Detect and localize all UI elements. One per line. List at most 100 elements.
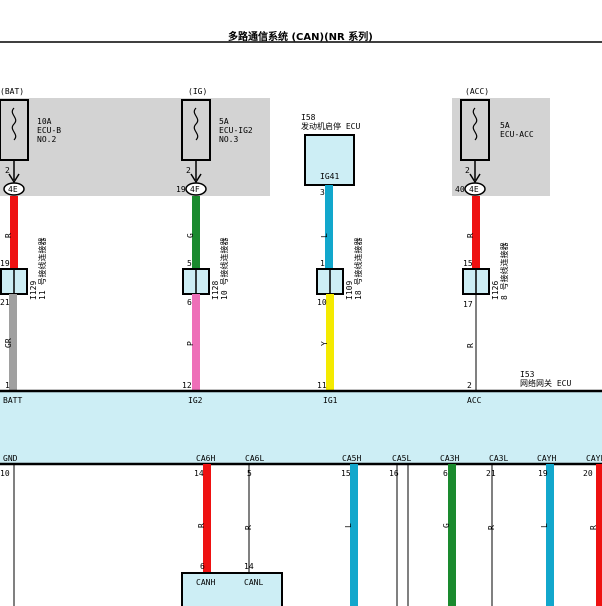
connector-1-out: 21 [0, 298, 10, 307]
gateway-bpin-cayl-num: 20 [583, 469, 593, 478]
fuse-1-name: ECU-B [37, 126, 62, 135]
wire-color-c2a: G [186, 233, 195, 238]
bottom-connector [181, 572, 283, 606]
gateway-bpin-gnd-label: GND [3, 454, 18, 463]
connector-4-name: 8 号接线连接器 [500, 242, 509, 300]
junction-connector-2 [182, 268, 210, 295]
engine-ecu-pin-label: IG41 [320, 172, 340, 181]
gateway-bpin-gnd-num: 10 [0, 469, 10, 478]
bottom-wire-color-ca5h: L [344, 523, 353, 528]
engine-ecu-name: 发动机启停 ECU [301, 122, 361, 131]
wire-ca5h [350, 464, 358, 606]
junction-connector-4 [462, 268, 490, 295]
junction-connector-3 [316, 268, 344, 295]
gateway-pin-1-label: BATT [3, 396, 23, 405]
bottom-connector-l-pin: 14 [244, 562, 254, 571]
gateway-bpin-ca5l-label: CA5L [392, 454, 412, 463]
bottom-wire-color-ca3h: G [442, 523, 451, 528]
bottom-wire-color-ca3l: R [487, 525, 496, 530]
wire-c1-top [10, 196, 18, 269]
junction-oval-3 [464, 182, 486, 196]
bottom-connector-h-label: CANH [196, 578, 216, 587]
gateway-bpin-ca5l-num: 16 [389, 469, 399, 478]
wire-c2-top [192, 196, 200, 269]
fuse-1-source: (BAT) [0, 87, 25, 96]
gateway-pin-2-num: 2 [467, 381, 472, 390]
wire-color-c1a: R [4, 233, 13, 238]
wire-color-c4a: R [466, 233, 475, 238]
connector-2-name: 10 号接线连接器 [220, 237, 229, 300]
gateway-bpin-cayh-label: CAYH [537, 454, 557, 463]
gateway-bpin-ca6l-num: 5 [247, 469, 252, 478]
gateway-pin-11-label: IG1 [323, 396, 338, 405]
engine-ecu-pin: 3 [320, 188, 325, 197]
wire-color-c3b: Y [320, 341, 329, 346]
connector-3-out: 10 [317, 298, 327, 307]
fuse-3-source: (ACC) [465, 87, 490, 96]
gateway-bpin-cayl-label: CAYL [586, 454, 602, 463]
fuse-2-name: ECU-IG2 [219, 126, 253, 135]
wire-ca3h [448, 464, 456, 606]
gateway-id: I53 [520, 370, 535, 379]
connector-4-id: I126 [491, 280, 500, 300]
wire-color-c4b: R [466, 343, 475, 348]
fuse-2-junction: 4F [190, 185, 200, 194]
gateway-bpin-ca6h-label: CA6H [196, 454, 216, 463]
bottom-wire-color-cayl: R [589, 525, 598, 530]
fuse-3-junction: 4E [469, 185, 479, 194]
fuse-2-no: NO.3 [219, 135, 239, 144]
fuse-2-jpin: 19 [176, 185, 186, 194]
gateway-bpin-ca6h-num: 14 [194, 469, 204, 478]
bottom-connector-l-label: CANL [244, 578, 264, 587]
engine-ecu-box [304, 134, 355, 186]
fuse-box-shade-left [0, 98, 270, 196]
connector-1-in: 19 [0, 259, 10, 268]
junction-arrows [8, 160, 481, 184]
wire-cayh [546, 464, 554, 606]
gateway-pin-12-label: IG2 [188, 396, 203, 405]
gateway-ecu-band [0, 389, 602, 466]
connector-3-name: 18 号接线连接器 [354, 237, 363, 300]
wire-c1-bottom [9, 294, 17, 391]
connector-3-id: I109 [345, 280, 354, 300]
engine-ecu-id: I58 [301, 113, 316, 122]
fuse-2-source: (IG) [188, 87, 208, 96]
wire-cayl [596, 464, 602, 606]
connector-2-id: I128 [211, 280, 220, 300]
gateway-bpin-ca5h-num: 15 [341, 469, 351, 478]
wire-ca6h [203, 464, 211, 573]
gateway-bpin-ca3h-num: 6 [443, 469, 448, 478]
gateway-bpin-ca3h-label: CA3H [440, 454, 460, 463]
fuse-box-shade-right [452, 98, 550, 196]
wire-c3-bottom [326, 294, 334, 391]
connector-1-id: I129 [29, 280, 38, 300]
junction-oval-1 [3, 182, 25, 196]
gateway-bpin-ca6l-label: CA6L [245, 454, 265, 463]
gateway-bpin-ca3l-num: 21 [486, 469, 496, 478]
fuse-3-name: ECU-ACC [500, 130, 534, 139]
junction-oval-2 [185, 182, 207, 196]
junction-connector-1 [0, 268, 28, 295]
gateway-name: 网络网关 ECU [520, 379, 572, 388]
connector-4-out: 17 [463, 300, 473, 309]
wire-c2-bottom [192, 294, 200, 391]
fuse-1-pin: 2 [5, 166, 10, 175]
fuse-1-junction: 4E [8, 185, 18, 194]
bottom-wire-color-cayh: L [540, 523, 549, 528]
bottom-wire-color-ca6l: R [244, 525, 253, 530]
gateway-bpin-ca5h-label: CA5H [342, 454, 362, 463]
fuse-3-jpin: 40 [455, 185, 465, 194]
connector-1-name: 11 号接线连接器 [38, 237, 47, 300]
gateway-pin-1-num: 1 [5, 381, 10, 390]
bottom-wire-color-ca6h: R [197, 523, 206, 528]
bottom-connector-h-pin: 6 [200, 562, 205, 571]
connector-3-in: 1 [320, 259, 325, 268]
wire-color-c3a: L [320, 233, 329, 238]
wire-color-c1b: GR [4, 338, 13, 348]
wire-c3-top [325, 185, 333, 269]
wire-c4-top [472, 196, 480, 269]
diagram-title: 多路通信系统 (CAN)(NR 系列) [228, 32, 373, 43]
fuse-1-amp: 10A [37, 117, 52, 126]
gateway-pin-11-num: 11 [317, 381, 327, 390]
